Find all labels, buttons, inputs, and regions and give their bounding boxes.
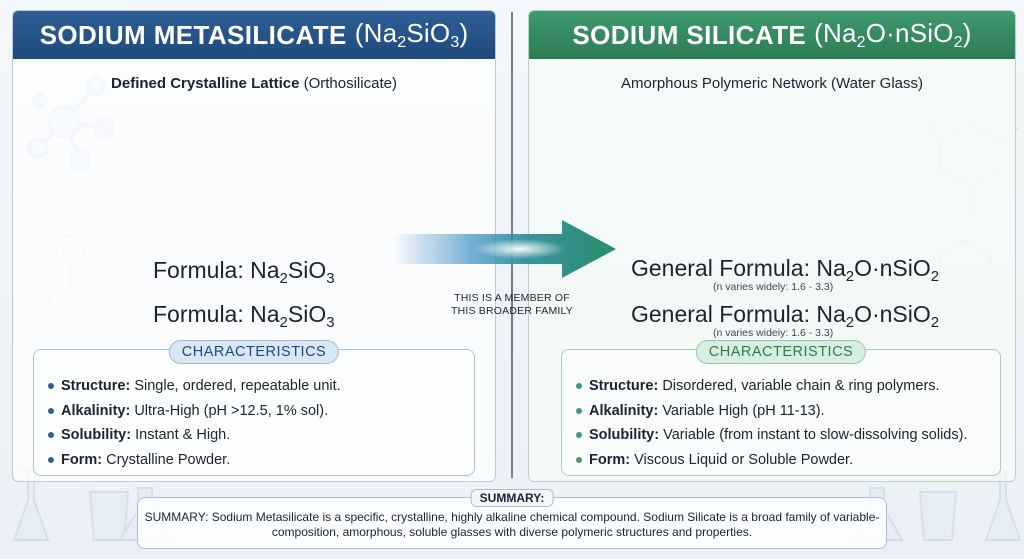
right-formula-line-1: General Formula: Na2O·nSiO2 (631, 255, 940, 285)
bullet-icon (48, 456, 54, 463)
right-panel-header: SODIUM SILICATE (Na2O·nSiO2) (529, 11, 1015, 59)
left-title: SODIUM METASILICATE (39, 19, 347, 50)
right-title-formula: (Na2O·nSiO2) (814, 18, 972, 51)
arrow-label: THIS IS A MEMBER OF THIS BROADER FAMILY (450, 292, 574, 317)
list-item: Form: Crystalline Powder. (48, 448, 466, 473)
sodium-metasilicate-panel: SODIUM METASILICATE (Na2SiO3) Defined Cr… (12, 10, 496, 482)
list-item: Alkalinity: Ultra-High (pH >12.5, 1% sol… (48, 399, 466, 424)
right-characteristics-box: CHARACTERISTICS Structure: Disordered, v… (561, 340, 1001, 476)
left-formula-line-2: Formula: Na2SiO3 (153, 301, 335, 331)
list-item: Structure: Disordered, variable chain & … (576, 374, 992, 399)
left-subtitle: Defined Crystalline Lattice (Orthosilica… (111, 75, 397, 92)
right-formula-note-2: (n varies wideiy: 1.6 - 3.3) (713, 327, 834, 339)
bullet-icon (576, 432, 582, 439)
list-item: Alkalinity: Variable High (pH 11-13). (576, 399, 992, 424)
right-characteristics-list: Structure: Disordered, variable chain & … (576, 374, 992, 472)
left-formula-line-1: Formula: Na2SiO3 (153, 257, 335, 287)
summary-text: SUMMARY: Sodium Metasilicate is a specif… (144, 510, 880, 539)
left-characteristics-title: CHARACTERISTICS (168, 340, 340, 364)
left-panel-header: SODIUM METASILICATE (Na2SiO3) (13, 11, 495, 59)
bullet-icon (576, 407, 582, 414)
bullet-icon (48, 383, 54, 390)
bullet-icon (48, 407, 54, 414)
list-item: Form: Viscous Liquid or Soluble Powder. (576, 448, 992, 473)
summary-title: SUMMARY: (470, 489, 554, 507)
right-formula-line-2: General Formula: Na2O·nSiO2 (631, 301, 940, 331)
list-item: Solubility: Instant & High. (48, 423, 466, 448)
bullet-icon (48, 432, 54, 439)
left-title-formula: (Na2SiO3) (354, 18, 469, 51)
list-item: Solubility: Variable (from instant to sl… (576, 423, 992, 448)
right-subtitle: Amorphous Polymeric Network (Water Glass… (620, 75, 923, 92)
right-characteristics-title: CHARACTERISTICS (695, 340, 867, 364)
right-title: SODIUM SILICATE (572, 19, 807, 50)
list-item: Structure: Single, ordered, repeatable u… (48, 374, 466, 399)
member-of-arrow-icon (392, 220, 616, 278)
left-characteristics-list: Structure: Single, ordered, repeatable u… (48, 374, 466, 472)
bullet-icon (576, 456, 582, 463)
right-formula-note-1: (n varies widely: 1.6 - 3.3) (713, 281, 834, 293)
summary-box: SUMMARY: SUMMARY: Sodium Metasilicate is… (137, 489, 887, 549)
bullet-icon (576, 383, 582, 390)
left-characteristics-box: CHARACTERISTICS Structure: Single, order… (33, 340, 475, 476)
